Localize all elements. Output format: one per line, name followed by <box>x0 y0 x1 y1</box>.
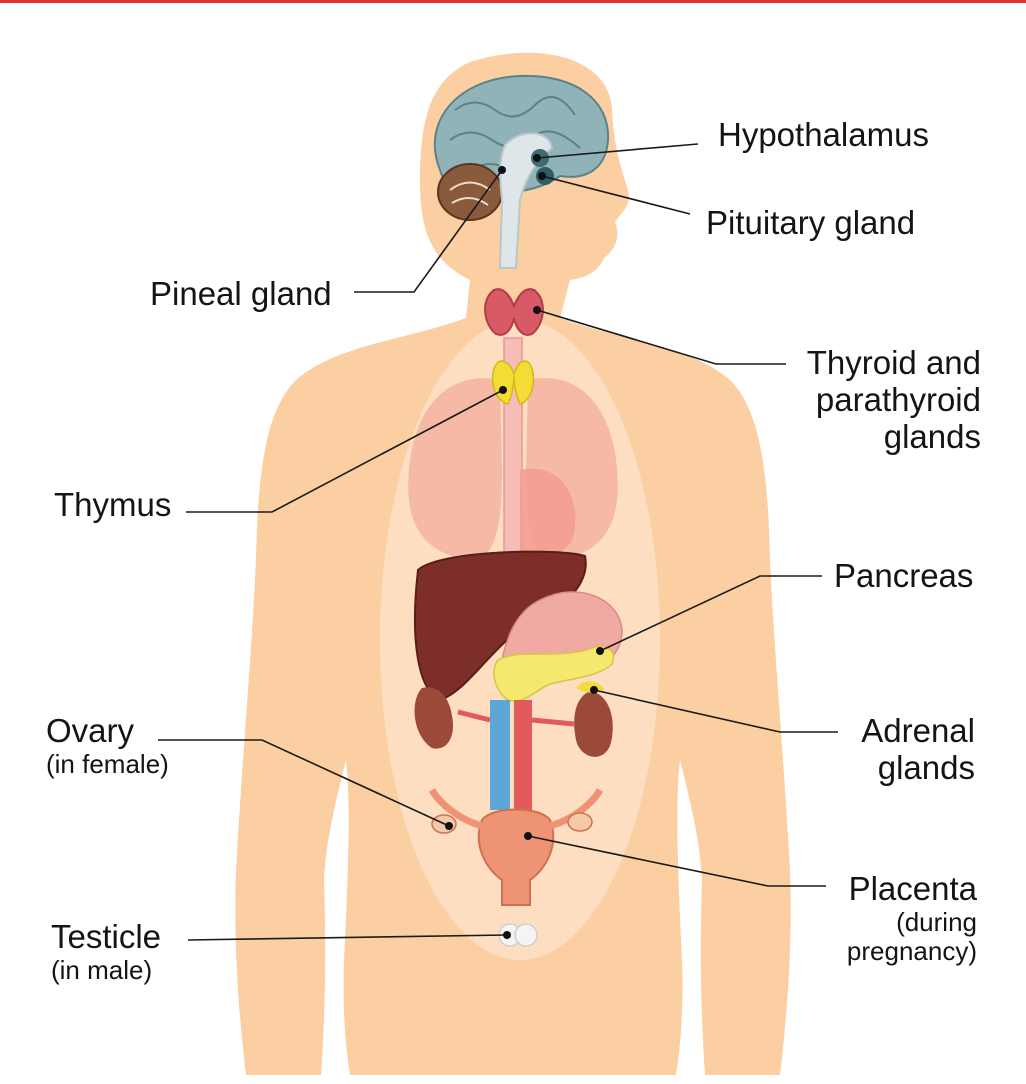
label-testicle-note: (in male) <box>51 954 153 985</box>
label-hypothalamus: Hypothalamus <box>718 116 929 153</box>
label-thyroid-line-3: glands <box>883 417 981 455</box>
leader-lines <box>158 143 838 941</box>
fallopian-tubes <box>428 788 604 830</box>
label-pancreas: Pancreas <box>834 557 974 594</box>
left-kidney <box>414 687 454 749</box>
label-adrenal-line-1: Adrenal <box>861 712 975 749</box>
label-thymus: Thymus <box>54 486 172 523</box>
pancreas <box>493 645 615 702</box>
brain-fold-1 <box>454 96 576 118</box>
right-kidney <box>574 691 613 757</box>
label-ovary-name: Ovary <box>46 712 135 749</box>
label-pituitary-gland: Pituitary gland <box>706 204 916 241</box>
cerebellum-branches <box>449 181 491 206</box>
cerebellum <box>437 163 503 221</box>
heart <box>520 468 576 560</box>
testicle-right <box>514 923 538 947</box>
thyroid <box>484 288 544 336</box>
vena-cava <box>490 700 510 810</box>
renal-vessels <box>457 709 575 727</box>
label-adrenal: Adrenal glands <box>861 712 975 787</box>
frame-top-edge <box>0 0 1026 3</box>
uterus <box>477 808 555 906</box>
label-testicle: Testicle (in male) <box>51 918 162 985</box>
label-testicle-name: Testicle <box>51 918 162 955</box>
label-ovary-note: (in female) <box>46 748 169 779</box>
label-placenta-name: Placenta <box>848 870 977 907</box>
aorta <box>514 700 532 810</box>
label-thyroid: Thyroid and parathyroid glands <box>806 344 981 456</box>
ovary-right <box>567 812 593 832</box>
label-adrenal-line-2: glands <box>877 748 975 786</box>
label-placenta-note-1: (during <box>896 906 977 937</box>
label-thyroid-line-2: parathyroid <box>815 380 981 418</box>
label-pineal-gland: Pineal gland <box>150 275 332 312</box>
label-placenta: Placenta (during pregnancy) <box>846 870 977 967</box>
left-lung <box>408 378 502 560</box>
label-thyroid-line-1: Thyroid and <box>806 344 981 381</box>
leader-dots <box>445 154 604 939</box>
label-placenta-note-2: pregnancy) <box>846 936 977 967</box>
label-ovary: Ovary (in female) <box>46 712 169 779</box>
brainstem <box>498 132 554 269</box>
